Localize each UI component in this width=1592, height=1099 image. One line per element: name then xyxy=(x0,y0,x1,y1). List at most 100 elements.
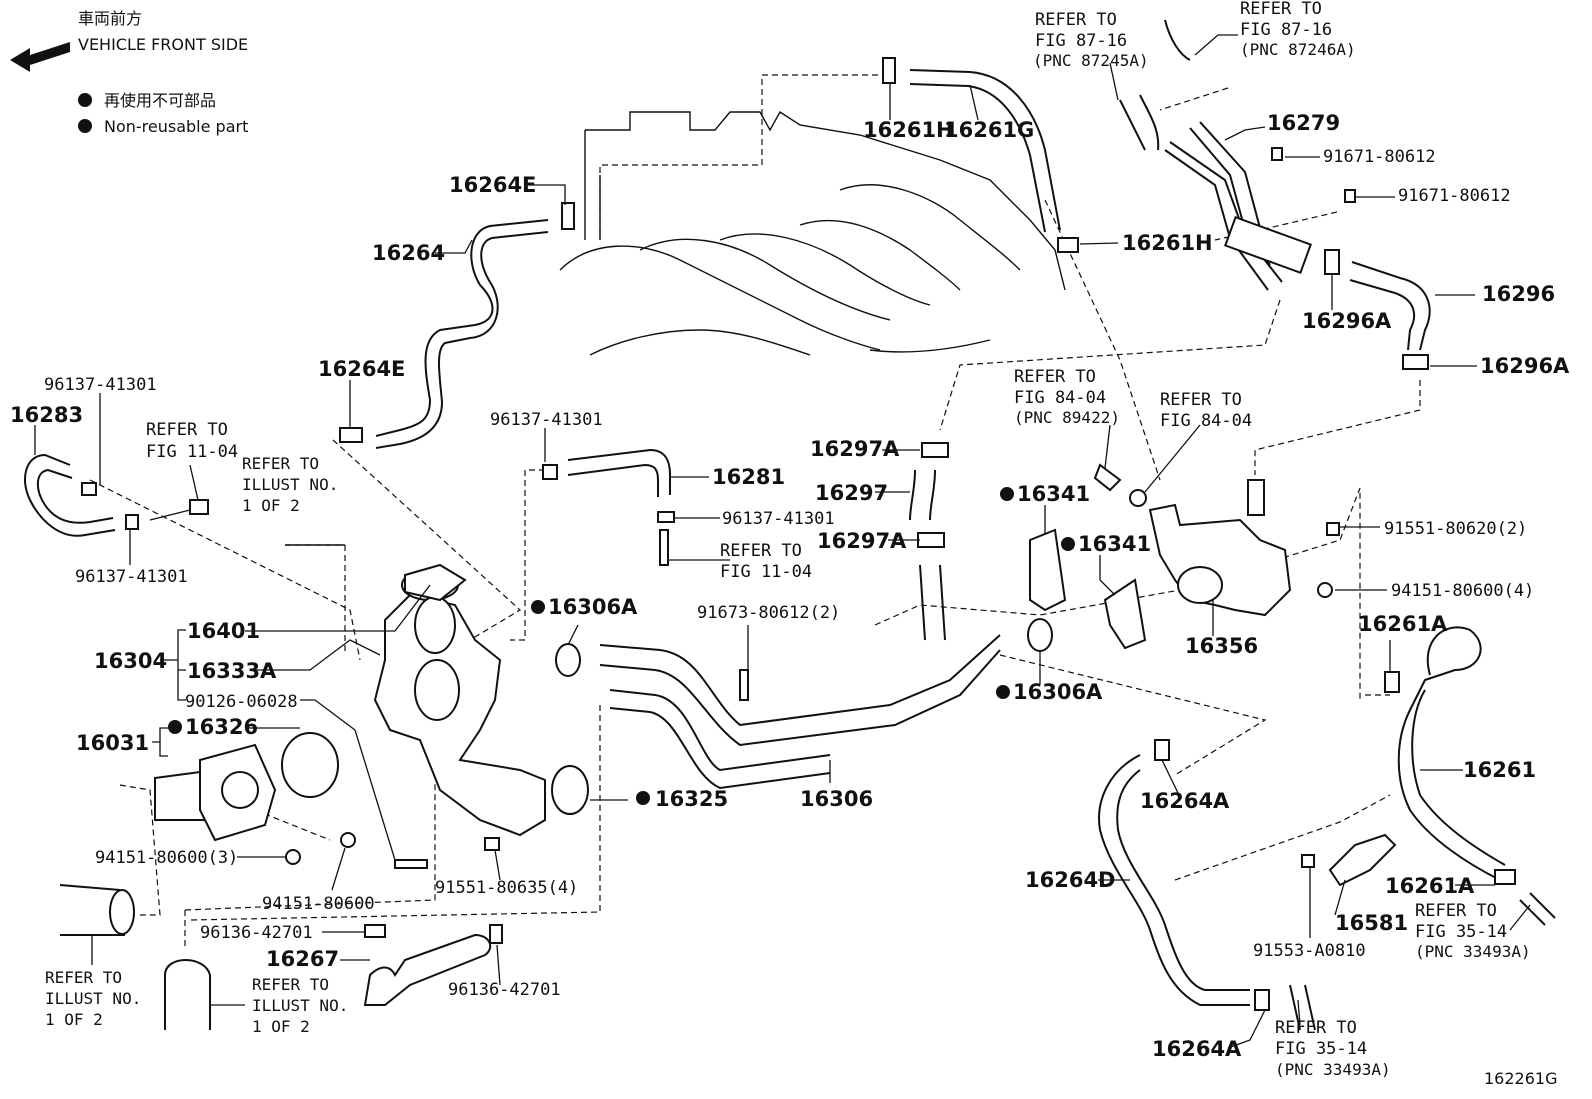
svg-text:FIG 87-16: FIG 87-16 xyxy=(1240,20,1332,40)
gasket-16326 xyxy=(281,732,339,798)
part-label: 16401 xyxy=(187,619,260,643)
part-label: 16279 xyxy=(1267,111,1340,135)
hose-16297 xyxy=(909,469,936,521)
part-label: 16297A xyxy=(817,529,907,553)
svg-text:FIG 11-04: FIG 11-04 xyxy=(720,562,812,582)
clamp-16261A xyxy=(1384,671,1400,693)
bolt-91553 xyxy=(1301,854,1315,868)
svg-text:REFER TO: REFER TO xyxy=(720,541,802,561)
bolt-fig-11-04 xyxy=(189,499,209,515)
svg-text:REFER TO: REFER TO xyxy=(1160,390,1242,410)
ref-note: REFER TO FIG 11-04 xyxy=(146,420,238,462)
gasket-16341-a xyxy=(1029,528,1067,612)
part-label: 16261A xyxy=(1358,612,1448,636)
part-label: 16261 xyxy=(1463,758,1536,782)
part-label: 16296 xyxy=(1482,282,1555,306)
hose-87246A xyxy=(1164,19,1191,61)
figure-code: 162261G xyxy=(1484,1069,1557,1088)
svg-text:ILLUST NO.: ILLUST NO. xyxy=(252,996,348,1015)
ring-16306A-right xyxy=(1027,618,1053,652)
hose-16267 xyxy=(363,933,492,1006)
nut-94151-a xyxy=(285,849,301,865)
part-label: 90126-06028 xyxy=(185,692,298,712)
clamp-96137-a xyxy=(81,482,97,496)
clamp-16297A-lower xyxy=(917,532,945,548)
nut-94151-b xyxy=(340,832,356,848)
clamp-96136-a xyxy=(364,924,386,938)
svg-text:REFER TO: REFER TO xyxy=(1275,1018,1357,1038)
part-label: 16264A xyxy=(1152,1037,1242,1061)
clamp-96137-c xyxy=(542,464,558,480)
bolt-fig-11-04-b xyxy=(659,529,669,566)
svg-text:1 OF 2: 1 OF 2 xyxy=(252,1017,310,1036)
part-label: 94151-80600 xyxy=(262,894,375,914)
clamp-16264E xyxy=(561,202,575,230)
clamp-96137-b xyxy=(125,514,139,530)
bracket-16279 xyxy=(1224,215,1312,275)
svg-text:REFER TO: REFER TO xyxy=(242,454,319,473)
part-label: 16261G xyxy=(944,118,1034,142)
svg-text:REFER TO: REFER TO xyxy=(1240,0,1322,19)
part-label: 16296A xyxy=(1480,354,1570,378)
part-label: 96137-41301 xyxy=(44,375,157,395)
part-label: 16341 xyxy=(1078,532,1151,556)
part-label: 16356 xyxy=(1185,634,1258,658)
ref-note: REFER TO FIG 87-16 (PNC 87245A) xyxy=(1033,10,1149,70)
part-label: 16304 xyxy=(94,649,167,673)
part-label: 16333A xyxy=(187,659,277,683)
svg-text:REFER TO: REFER TO xyxy=(252,975,329,994)
ref-note: REFER TO ILLUST NO. 1 OF 2 xyxy=(252,975,348,1036)
ref-note: REFER TO FIG 87-16 (PNC 87246A) xyxy=(1240,0,1356,59)
svg-text:REFER TO: REFER TO xyxy=(1014,367,1096,387)
thermostat-housing-16031 xyxy=(154,743,277,842)
part-label: 94151-80600(3) xyxy=(95,848,238,868)
nut-94151-c xyxy=(1317,582,1333,598)
part-label: 16306A xyxy=(1013,680,1103,704)
svg-text:(PNC 33493A): (PNC 33493A) xyxy=(1275,1060,1391,1079)
clamp-96136-b xyxy=(489,924,503,944)
gasket-16325 xyxy=(551,765,589,815)
clamp-16296A xyxy=(1324,249,1340,275)
clamp-16261A-lower xyxy=(1494,869,1516,885)
svg-text:ILLUST NO.: ILLUST NO. xyxy=(45,989,141,1008)
non-reusable-dot-icon xyxy=(636,791,650,805)
svg-text:(PNC 87246A): (PNC 87246A) xyxy=(1240,40,1356,59)
part-label: 96137-41301 xyxy=(490,410,603,430)
svg-text:FIG 84-04: FIG 84-04 xyxy=(1160,411,1252,431)
hose-33493A xyxy=(1289,984,1316,1031)
part-label: 16281 xyxy=(712,465,785,489)
part-label: 16264 xyxy=(372,241,445,265)
part-label: 16031 xyxy=(76,731,149,755)
sensor-89422 xyxy=(1093,463,1122,492)
part-label: 16264D xyxy=(1025,868,1116,892)
part-label: 91673-80612(2) xyxy=(697,603,840,623)
ref-note: REFER TO FIG 11-04 xyxy=(720,541,812,582)
front-label-jp: 車両前方 xyxy=(78,9,142,28)
part-label: 16306A xyxy=(548,595,638,619)
svg-text:1 OF 2: 1 OF 2 xyxy=(242,496,300,515)
part-label: 16283 xyxy=(10,403,83,427)
clamp-16264A xyxy=(1154,739,1170,761)
non-reusable-dot-icon xyxy=(78,93,92,107)
part-label: 96136-42701 xyxy=(448,980,561,1000)
water-outlet-housing-16356 xyxy=(1148,479,1292,617)
front-arrow-icon xyxy=(10,42,70,72)
non-reusable-dot-icon xyxy=(168,720,182,734)
bracket-16581 xyxy=(1328,833,1397,887)
hose-16281 xyxy=(567,448,671,495)
clamp-16261H xyxy=(882,57,896,84)
clamp-16296A-lower xyxy=(1402,354,1429,370)
front-label-en: VEHICLE FRONT SIDE xyxy=(78,35,248,54)
part-label: 91551-80635(4) xyxy=(435,878,578,898)
hose-33493A-right xyxy=(1519,892,1556,926)
non-reusable-dot-icon xyxy=(1061,537,1075,551)
clamp-16261H-lower xyxy=(1057,237,1079,253)
ref-note: REFER TO FIG 35-14 (PNC 33493A) xyxy=(1275,1018,1391,1079)
svg-text:FIG 84-04: FIG 84-04 xyxy=(1014,388,1106,408)
clamp-96137-d xyxy=(657,511,675,523)
guide-lines xyxy=(89,74,1421,950)
non-reusable-dot-icon xyxy=(531,600,545,614)
part-label: 96137-41301 xyxy=(75,567,188,587)
part-label: 91553-A0810 xyxy=(1253,941,1366,961)
